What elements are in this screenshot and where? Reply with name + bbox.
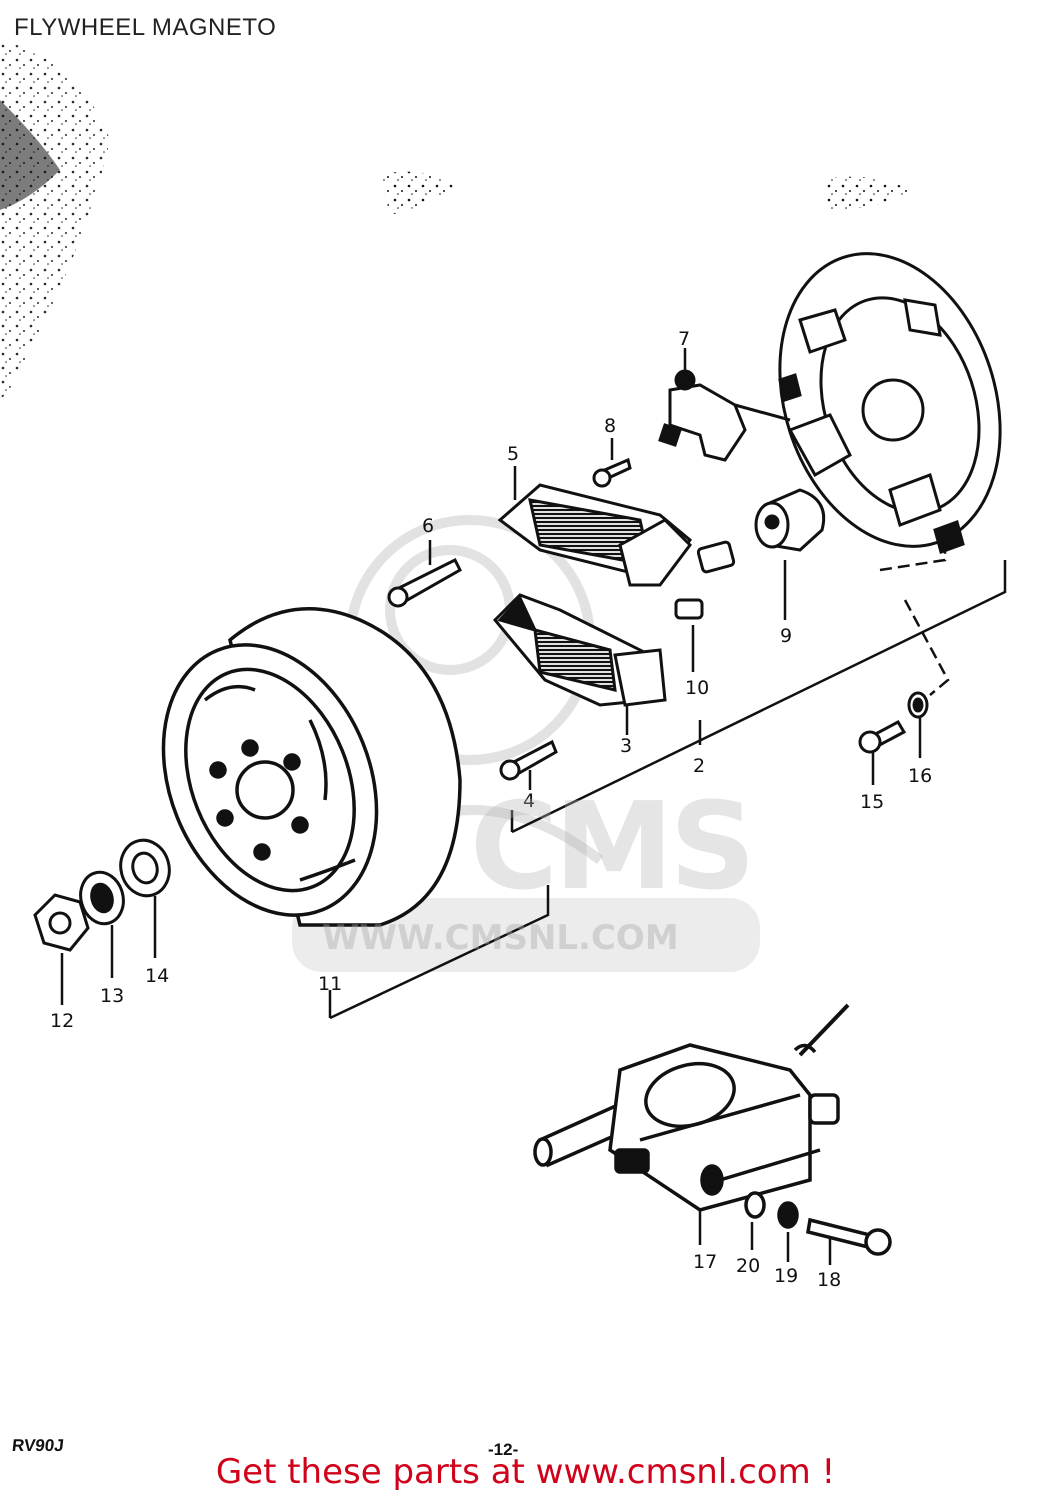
part-number-labels: 7 8 5 6 9 10 3 2 4 15 16 14 13 12 11 17 … <box>50 328 932 1291</box>
part-label-14: 14 <box>145 965 169 987</box>
speckle-area <box>0 40 910 400</box>
part-label-20: 20 <box>736 1255 760 1277</box>
part-label-9: 9 <box>780 625 792 647</box>
watermark-url: WWW.CMSNL.COM <box>322 918 679 958</box>
ignition-coil <box>533 1003 892 1256</box>
part-label-12: 12 <box>50 1010 74 1032</box>
part-label-3: 3 <box>620 735 632 757</box>
leader-lines <box>60 348 1007 1265</box>
ignition-coil-stator <box>492 593 667 707</box>
diagram-title: FLYWHEEL MAGNETO <box>14 14 277 41</box>
watermark-logo: CMS <box>470 778 756 917</box>
part-label-13: 13 <box>100 985 124 1007</box>
part-label-19: 19 <box>774 1265 798 1287</box>
part-label-2: 2 <box>693 755 705 777</box>
part-label-17: 17 <box>693 1251 717 1273</box>
watermark-banner <box>292 898 760 972</box>
cta-link[interactable]: Get these parts at www.cmsnl.com ! <box>215 1452 836 1492</box>
contact-breaker <box>658 369 791 462</box>
page-number: -12- <box>488 1440 519 1459</box>
part-label-5: 5 <box>507 443 519 465</box>
condenser <box>696 488 826 574</box>
stator-base-plate <box>778 252 1002 554</box>
part-label-11: 11 <box>318 973 342 995</box>
part-label-16: 16 <box>908 765 932 787</box>
part-label-15: 15 <box>860 791 884 813</box>
lighting-coil <box>497 483 693 587</box>
part-label-18: 18 <box>817 1269 841 1291</box>
part-label-8: 8 <box>604 415 616 437</box>
flywheel-rotor <box>161 607 462 927</box>
screws <box>387 457 929 781</box>
part-label-10: 10 <box>685 677 709 699</box>
part-label-6: 6 <box>422 515 434 537</box>
part-label-4: 4 <box>523 790 535 812</box>
nut-and-washers <box>33 838 171 952</box>
part-label-7: 7 <box>678 328 690 350</box>
